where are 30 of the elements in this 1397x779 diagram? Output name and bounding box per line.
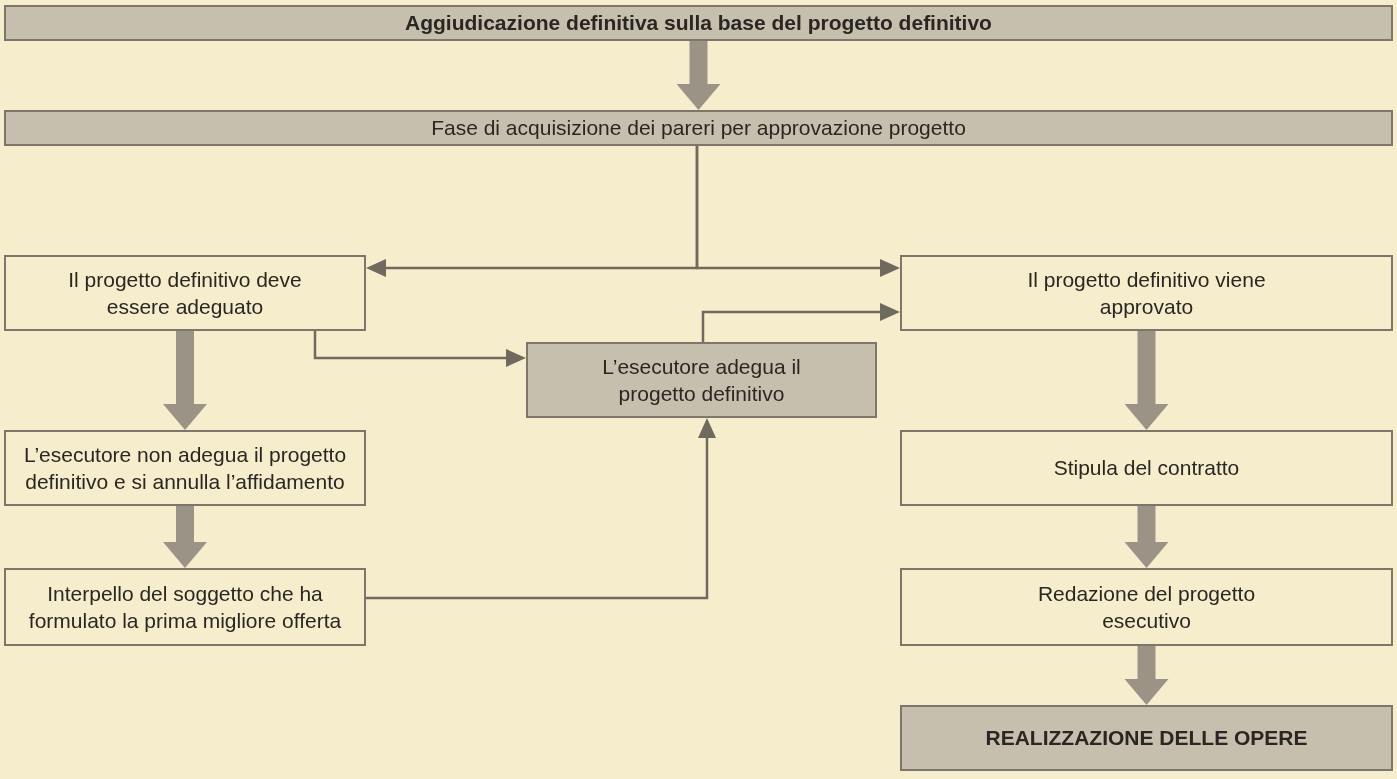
- process-box: [4, 430, 366, 506]
- process-box: [526, 342, 877, 418]
- arrow: [366, 418, 716, 600]
- process-box: [4, 568, 366, 646]
- box-text: Redazione del progetto esecutivo: [1036, 580, 1257, 634]
- process-box: [900, 255, 1393, 331]
- process-box: [900, 705, 1393, 771]
- box-text: L’esecutore non adegua il progetto definitivo e si annulla l’affidamento: [22, 441, 348, 495]
- block-arrow: [163, 331, 207, 430]
- process-box: [4, 5, 1393, 41]
- process-box: [4, 255, 366, 331]
- block-arrow: [163, 506, 207, 568]
- box-text: Il progetto definitivo viene approvato: [1026, 266, 1267, 320]
- box-text: L’esecutore adegua il progetto definitivo: [601, 353, 802, 407]
- box-text: Stipula del contratto: [1053, 455, 1240, 482]
- arrow: [695, 146, 900, 277]
- arrow: [701, 303, 900, 342]
- process-box: [900, 430, 1393, 506]
- block-arrow: [676, 41, 721, 110]
- block-arrow: [1124, 506, 1169, 568]
- box-text: Fase di acquisizione dei pareri per approvazione progetto: [431, 115, 966, 142]
- box-text: REALIZZAZIONE DELLE OPERE: [985, 725, 1308, 752]
- box-text: Il progetto definitivo deve essere adeguato: [67, 266, 303, 320]
- box-text: Interpello del soggetto che ha formulato la prima migliore offerta: [27, 580, 343, 634]
- box-text: Aggiudicazione definitiva sulla base del progetto definitivo: [405, 10, 992, 37]
- arrow: [313, 331, 526, 367]
- process-box: [900, 568, 1393, 646]
- block-arrow: [1124, 646, 1169, 705]
- block-arrow: [1124, 331, 1169, 430]
- process-box: [4, 110, 1393, 146]
